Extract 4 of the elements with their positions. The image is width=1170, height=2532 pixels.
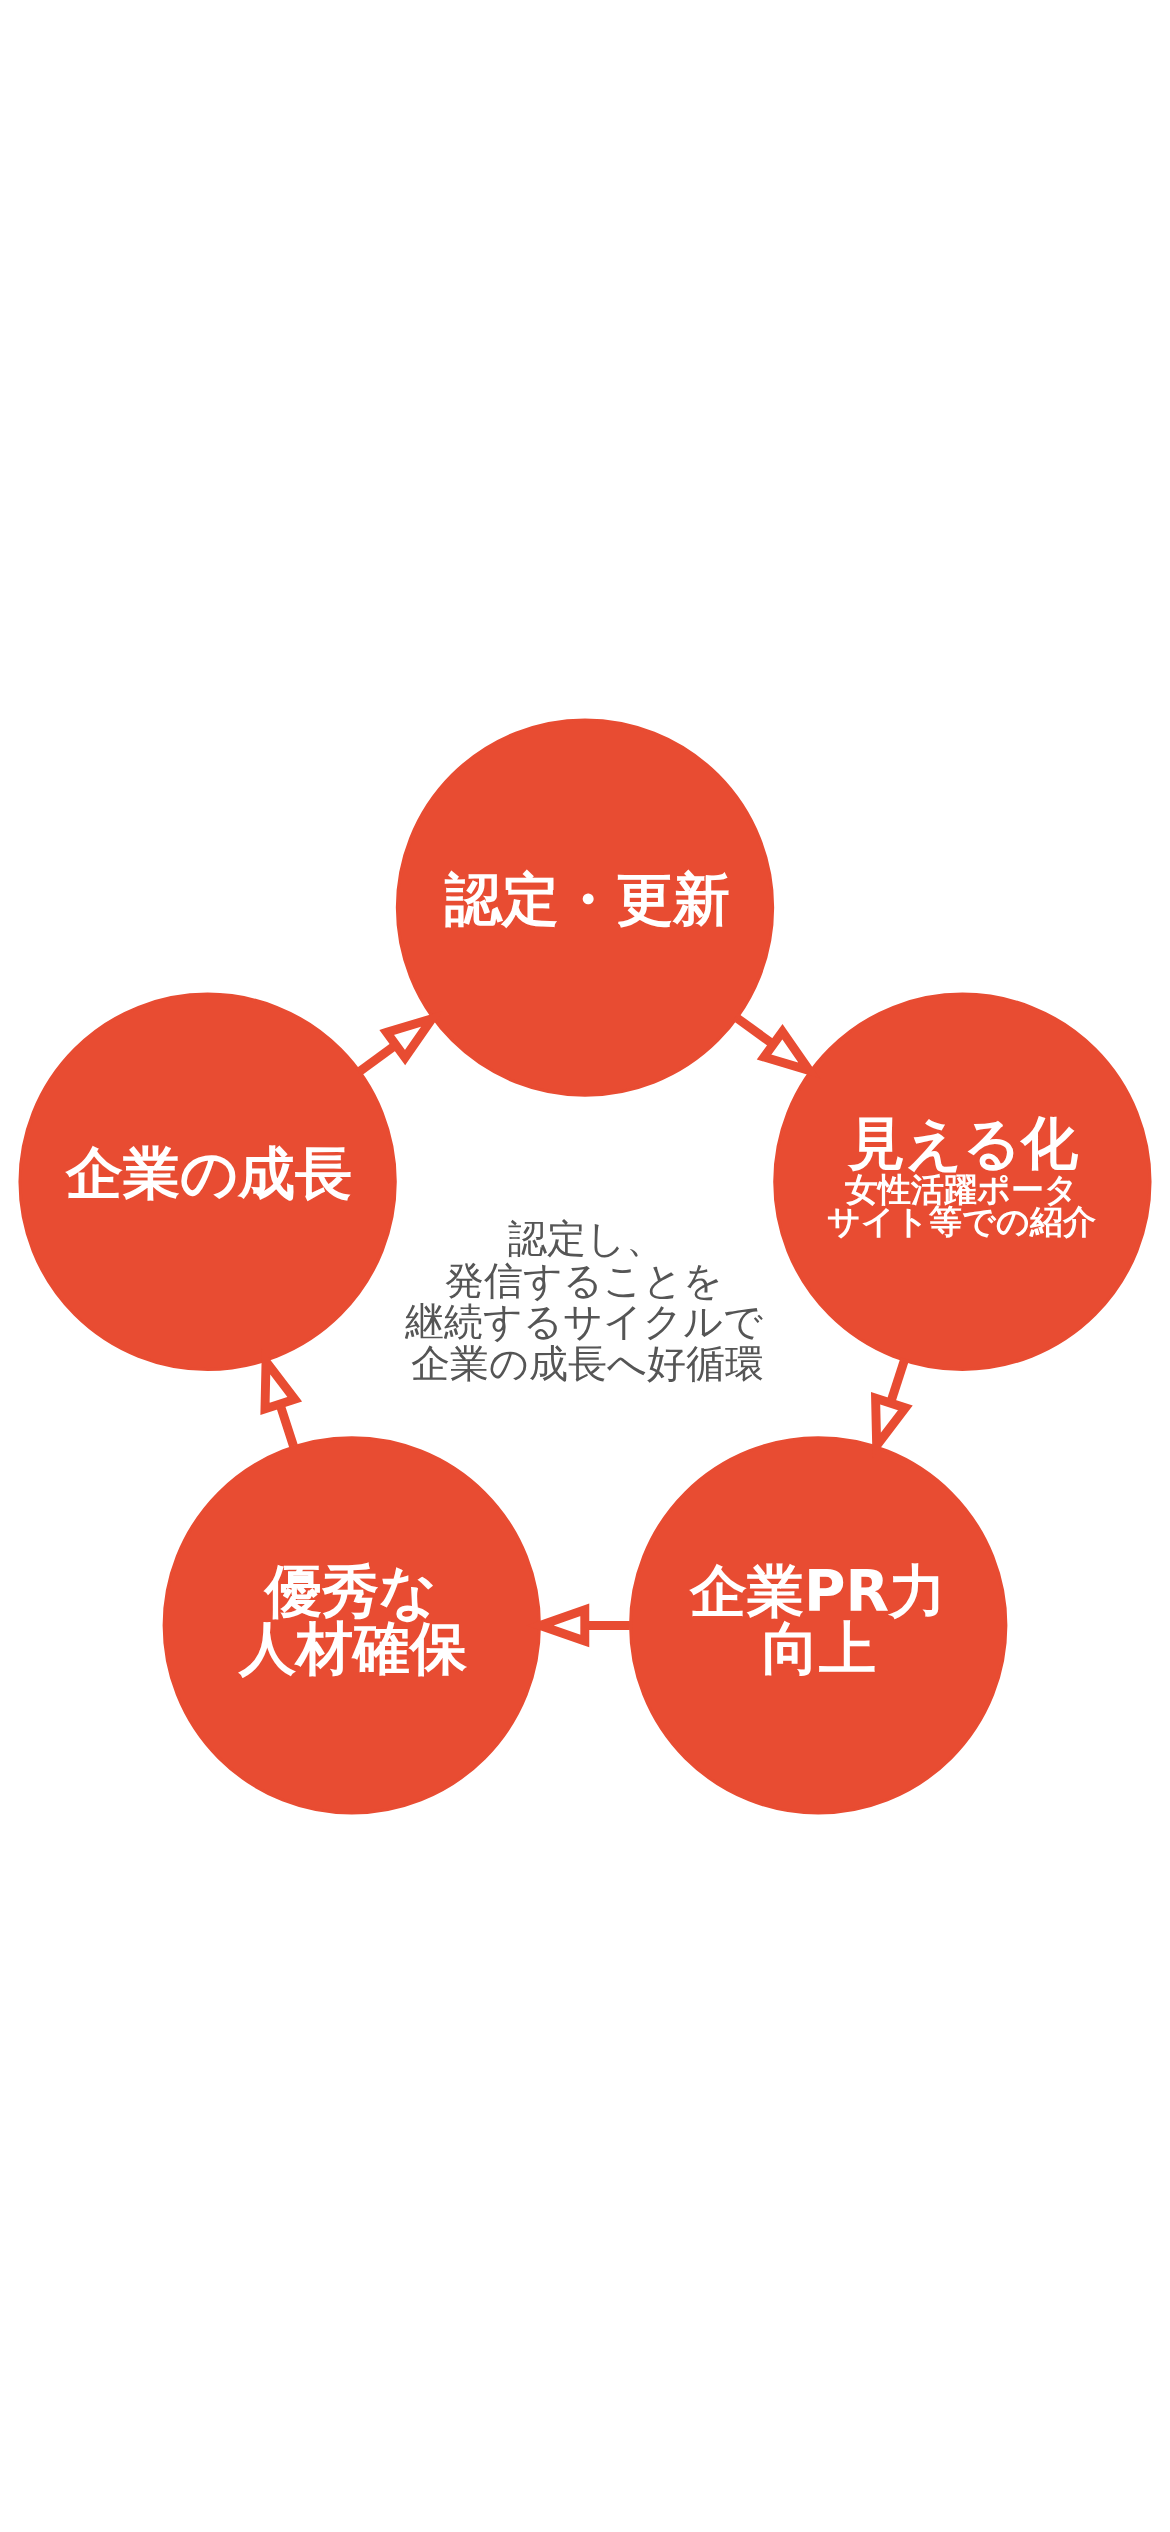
- node-circle: 見える化 女性活躍ポータサイト等での紹介: [773, 992, 1152, 1371]
- node-circle: 優秀な人材確保: [162, 1435, 541, 1815]
- node-circle: 企業PR力向上: [629, 1435, 1008, 1815]
- label: 認定し、発信することを継続するサイクルで企業の成長へ好循環: [404, 1215, 764, 1386]
